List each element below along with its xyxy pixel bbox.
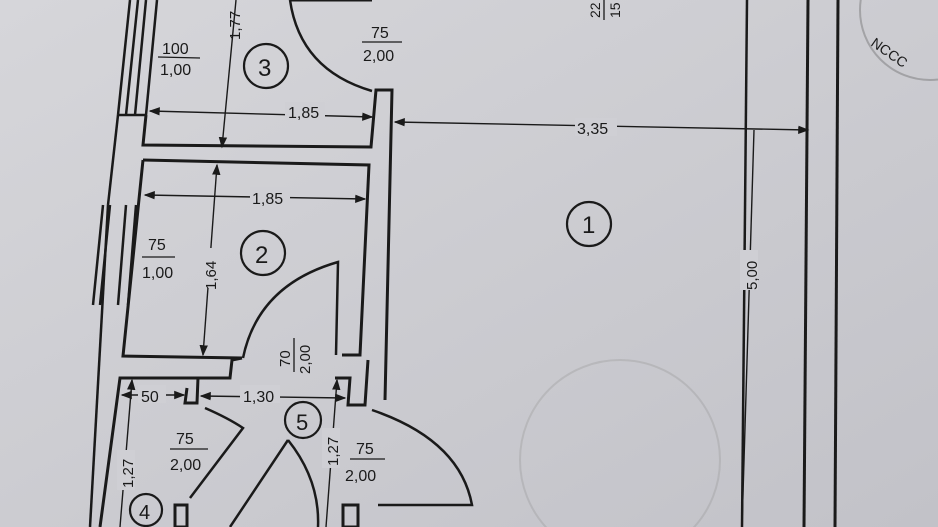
opening-labels: 100 1,00 75 2,00 75 1,00 70 2,00 75 2,00… xyxy=(142,0,623,485)
dimension-labels: 1,85 1,77 1,85 1,64 3,35 5,00 50 1,30 1,… xyxy=(117,11,761,490)
room-4-5 xyxy=(98,356,474,527)
window3-height: 1,00 xyxy=(160,62,191,79)
room-marker-3 xyxy=(242,42,290,90)
svg-text:2: 2 xyxy=(255,242,268,269)
dim-room1-height: 5,00 xyxy=(744,261,761,290)
svg-text:3: 3 xyxy=(258,55,271,82)
stamp xyxy=(519,0,938,527)
dim-room4-height: 1,27 xyxy=(120,459,137,488)
room-3 xyxy=(141,0,394,401)
door5-width: 75 xyxy=(356,441,374,458)
dim-room3-width: 1,85 xyxy=(288,105,319,122)
window1-height: 15 xyxy=(607,2,623,18)
door4-height: 2,00 xyxy=(170,457,201,474)
svg-text:1: 1 xyxy=(582,212,595,239)
room-marker-4 xyxy=(128,492,164,527)
room-2 xyxy=(121,158,371,360)
window3-width: 100 xyxy=(162,41,189,58)
dim-room2-height: 1,64 xyxy=(203,261,220,290)
dim-room1-width: 3,35 xyxy=(577,121,608,138)
dim-room5-height: 1,27 xyxy=(325,437,342,466)
door4-width: 75 xyxy=(176,431,194,448)
dim-corridor-width: 1,30 xyxy=(243,389,274,406)
dim-room2-width: 1,85 xyxy=(252,191,283,208)
room-marker-1 xyxy=(565,200,613,248)
door3-height: 2,00 xyxy=(363,48,394,65)
svg-text:4: 4 xyxy=(139,502,150,524)
door3-width: 75 xyxy=(371,25,389,42)
dim-room3-height: 1,77 xyxy=(227,11,244,40)
room-marker-5 xyxy=(283,400,323,440)
window1-width: 22 xyxy=(587,2,603,18)
window2-height: 1,00 xyxy=(142,265,173,282)
svg-text:5: 5 xyxy=(296,410,308,435)
dim-room4-width: 50 xyxy=(141,389,159,406)
room-marker-2 xyxy=(239,229,287,277)
door2-height: 2,00 xyxy=(297,345,314,374)
window2-width: 75 xyxy=(148,237,166,254)
door2-width: 70 xyxy=(277,350,294,367)
room-markers: 3 2 1 5 4 xyxy=(128,42,613,527)
door5-height: 2,00 xyxy=(345,468,376,485)
